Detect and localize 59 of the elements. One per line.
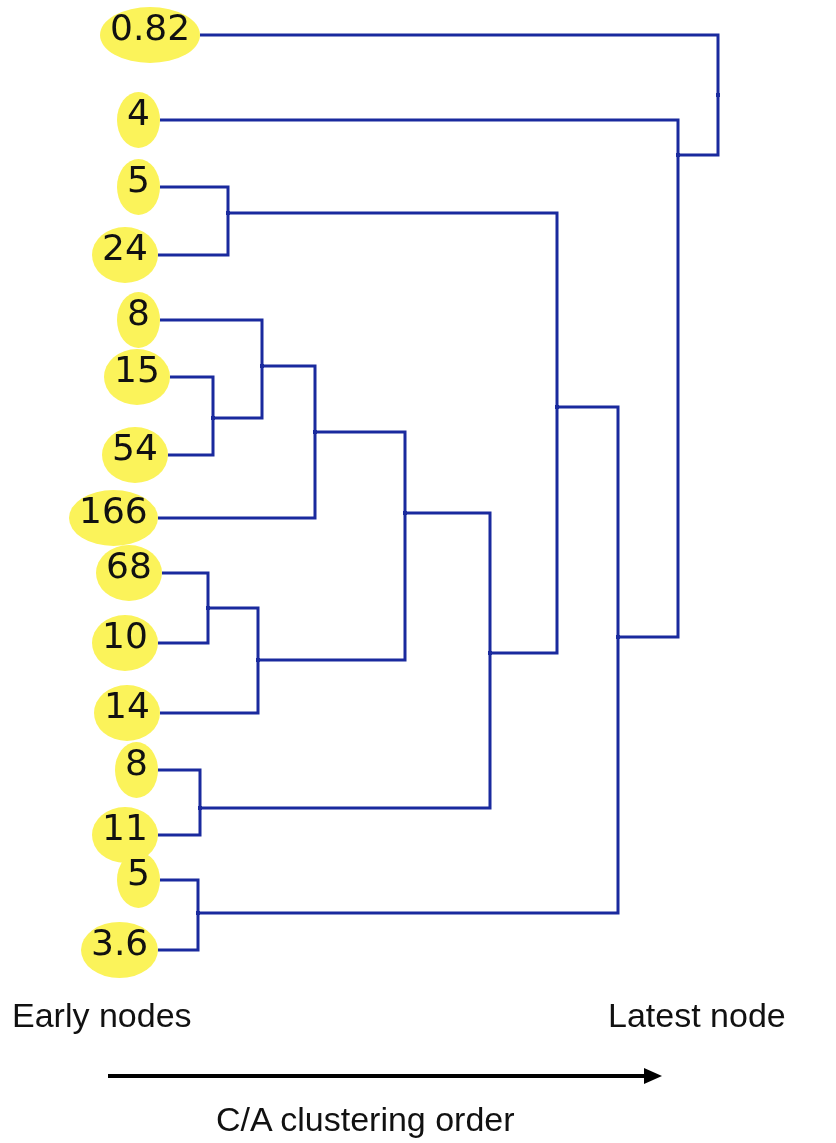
leaf-label: 68 — [96, 545, 162, 601]
junction-point — [198, 806, 202, 810]
dendrogram-branch — [158, 610, 210, 645]
junction-point — [716, 93, 720, 97]
junction-point — [555, 405, 559, 409]
dendrogram-branch — [160, 118, 680, 153]
dendrogram-branch — [680, 97, 720, 157]
junction-point — [256, 658, 260, 662]
junction-point — [676, 153, 680, 157]
leaf-label: 0.82 — [100, 7, 201, 63]
dendrogram-branch — [158, 434, 317, 520]
dendrogram-branch — [168, 420, 215, 457]
leaf-label: 15 — [104, 349, 170, 405]
leaf-label: 8 — [117, 292, 160, 348]
leaf-label: 166 — [69, 490, 158, 546]
leaf-label: 24 — [92, 227, 158, 283]
leaf-label: 3.6 — [81, 922, 159, 978]
dendrogram-branch — [158, 215, 230, 257]
leaf-label: 54 — [102, 427, 168, 483]
junction-point — [488, 651, 492, 655]
dendrogram-branch — [620, 157, 680, 639]
dendrogram-branch — [202, 655, 492, 810]
leaf-label: 5 — [117, 852, 160, 908]
junction-point — [206, 606, 210, 610]
axis-title: C/A clustering order — [216, 1100, 515, 1139]
dendrogram-branch — [407, 511, 492, 651]
dendrogram-branch — [162, 571, 210, 606]
dendrogram-branch — [264, 364, 317, 430]
leaf-label: 10 — [92, 615, 158, 671]
dendrogram-branch — [210, 606, 260, 658]
junction-point — [616, 635, 620, 639]
leaf-label: 4 — [117, 92, 160, 148]
dendrogram-branch — [170, 375, 215, 416]
axis-label: Latest node — [608, 996, 786, 1035]
leaf-label: 5 — [117, 159, 160, 215]
junction-point — [226, 211, 230, 215]
junction-point — [196, 911, 200, 915]
axis-label: Early nodes — [12, 996, 192, 1035]
dendrogram-branch — [160, 318, 264, 364]
leaf-label: 8 — [115, 742, 158, 798]
dendrogram-branch — [160, 878, 200, 911]
dendrogram-branch — [215, 368, 264, 420]
dendrogram-branch — [317, 430, 407, 511]
dendrogram-branch — [158, 768, 202, 806]
dendrogram-branch — [160, 185, 230, 211]
junction-point — [211, 416, 215, 420]
dendrogram-branch — [260, 515, 407, 662]
dendrogram-branch — [158, 915, 200, 952]
dendrogram-branch — [200, 639, 620, 915]
dendrogram-branch — [158, 810, 202, 837]
dendrogram-branch — [160, 662, 260, 715]
leaf-label: 14 — [94, 685, 160, 741]
dendrogram-branch — [492, 409, 559, 655]
junction-point — [403, 511, 407, 515]
dendrogram-branch — [230, 211, 559, 405]
junction-point — [260, 364, 264, 368]
dendrogram-branch — [200, 33, 720, 93]
junction-point — [313, 430, 317, 434]
dendrogram-branch — [559, 405, 620, 635]
